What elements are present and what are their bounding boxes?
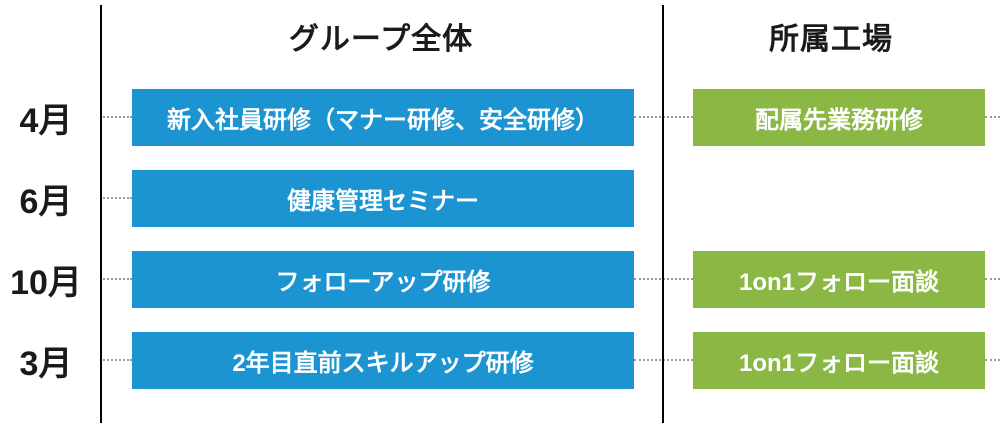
- group-training-bar: 健康管理セミナー: [132, 170, 634, 227]
- column-header-factory: 所属工場: [769, 23, 893, 56]
- group-training-bar: フォローアップ研修: [132, 251, 634, 308]
- factory-training-bar: 配属先業務研修: [693, 89, 985, 146]
- group-training-bar: 新入社員研修（マナー研修、安全研修）: [132, 89, 634, 146]
- timeline-axis-left: [100, 5, 102, 423]
- connector-dotted: [985, 278, 1000, 280]
- month-label: 4月: [19, 102, 73, 140]
- month-label: 3月: [19, 345, 73, 383]
- connector-dotted: [985, 359, 1000, 361]
- factory-training-bar: 1on1フォロー面談: [693, 251, 985, 308]
- connector-dotted: [100, 278, 132, 280]
- connector-dotted: [100, 116, 132, 118]
- month-label: 10月: [10, 264, 82, 302]
- timeline-axis-right: [662, 5, 664, 423]
- group-training-bar: 2年目直前スキルアップ研修: [132, 332, 634, 389]
- connector-dotted: [985, 116, 1000, 118]
- factory-training-bar: 1on1フォロー面談: [693, 332, 985, 389]
- connector-dotted: [100, 197, 132, 199]
- column-header-group: グループ全体: [288, 23, 474, 56]
- month-label: 6月: [19, 183, 73, 221]
- connector-dotted: [100, 359, 132, 361]
